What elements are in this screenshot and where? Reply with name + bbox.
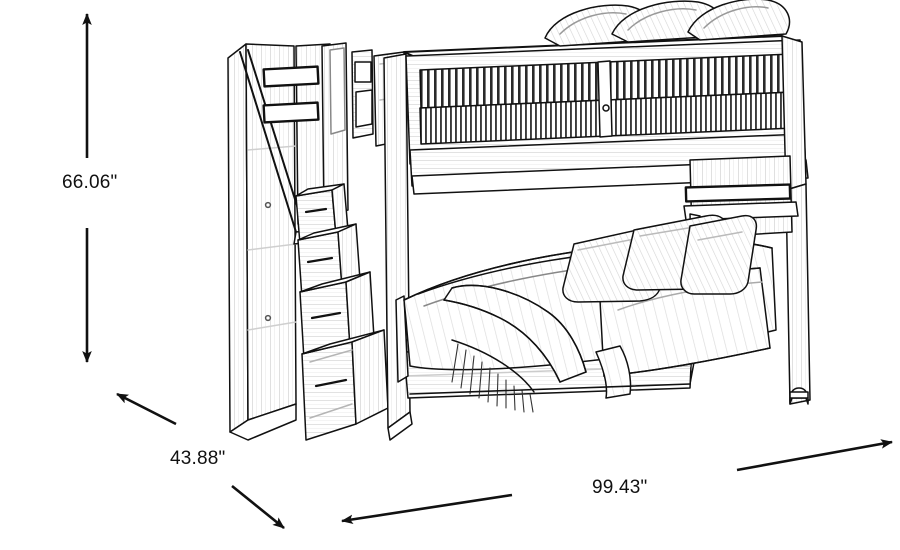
staircase-side-panel — [227, 43, 297, 441]
dimension-arrows — [82, 13, 893, 530]
staircase-rear-panel — [262, 43, 333, 225]
right-bed-post — [781, 35, 811, 405]
staircase-step-drawers — [295, 183, 389, 441]
lower-bunk — [395, 214, 777, 413]
throw-fringe — [451, 343, 534, 413]
width-dimension-label: 99.43" — [592, 477, 648, 498]
height-dimension-label: 66.06" — [62, 172, 118, 193]
width-dimension-arrow — [341, 439, 893, 525]
lower-bunk-pillows — [562, 214, 758, 303]
depth-dimension-arrow — [116, 392, 285, 530]
upper-bunk-pillows — [544, 0, 791, 47]
bunk-bed-illustration — [227, 0, 811, 441]
depth-dimension-label: 43.88" — [170, 448, 226, 469]
